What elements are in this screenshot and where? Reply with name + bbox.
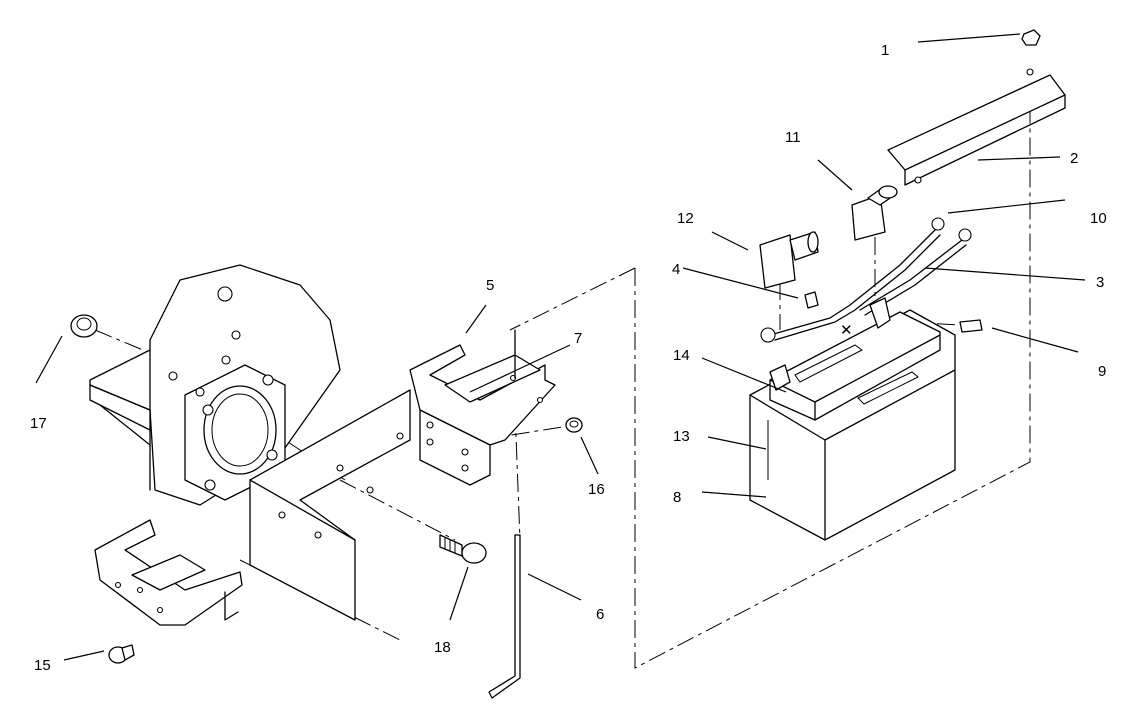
- terminal-cover-12: [759, 231, 819, 289]
- screw-15: [108, 644, 135, 664]
- nut-16: [565, 417, 583, 433]
- leader-lines: [35, 33, 1086, 661]
- callout-8: 8: [673, 489, 681, 506]
- callout-13: 13: [673, 428, 690, 445]
- battery-bracket: [409, 329, 556, 486]
- hold-down-strap: [887, 68, 1066, 186]
- rod-6: [488, 534, 521, 699]
- callout-9: 9: [1098, 363, 1106, 380]
- callout-11: 11: [785, 129, 801, 146]
- lower-bracket: [94, 519, 243, 626]
- nut-1: [1021, 29, 1041, 46]
- terminal-cover-11: [851, 185, 898, 241]
- callout-3: 3: [1096, 274, 1104, 291]
- callout-15: 15: [34, 657, 51, 674]
- callout-16: 16: [588, 481, 605, 498]
- callout-5: 5: [486, 277, 494, 294]
- callout-7: 7: [574, 330, 582, 347]
- callout-labels: 1 2 3 4 5 6 7 8 9 10 11 12 13 14 15 16 1…: [30, 42, 1107, 674]
- bolt-18: [439, 534, 487, 564]
- callout-12: 12: [677, 210, 694, 227]
- cables: [760, 217, 983, 391]
- callout-18: 18: [434, 639, 451, 656]
- mounting-plate: [249, 389, 411, 621]
- nut-17: [70, 314, 98, 338]
- callout-14: 14: [673, 347, 690, 364]
- frame-housing: [89, 264, 341, 506]
- battery: ✕: [749, 309, 956, 541]
- callout-6: 6: [596, 606, 604, 623]
- callout-4: 4: [672, 261, 680, 278]
- terminal-mark: ✕: [840, 322, 853, 339]
- callout-1: 1: [881, 42, 889, 59]
- callout-10: 10: [1090, 210, 1107, 227]
- callout-2: 2: [1070, 150, 1078, 167]
- callout-17: 17: [30, 415, 47, 432]
